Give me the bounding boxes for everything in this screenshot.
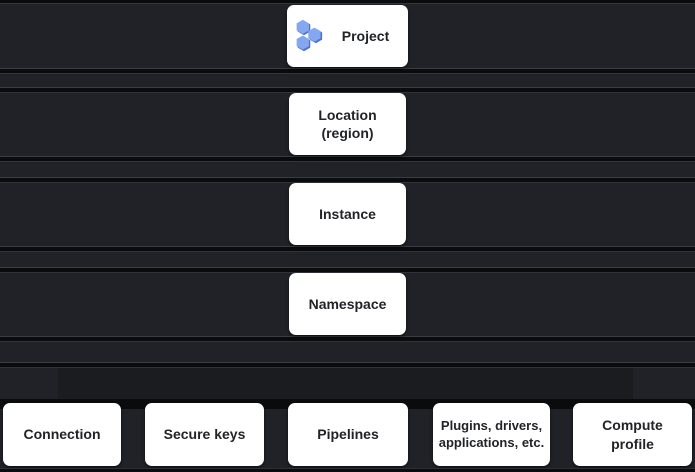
level-divider (0, 68, 695, 74)
level-divider (0, 336, 695, 342)
branch-connector-band (58, 368, 633, 399)
bottom-edge-line (0, 468, 695, 472)
node-location: Location (region) (289, 93, 406, 155)
node-label-location: Location (region) (318, 106, 377, 141)
node-pipelines: Pipelines (288, 403, 408, 466)
node-label-connection: Connection (23, 426, 101, 443)
node-compute-profile: Compute profile (573, 403, 692, 466)
level-divider (0, 246, 695, 252)
node-instance: Instance (289, 183, 406, 245)
level-divider (0, 362, 695, 368)
node-label-compute-profile: Compute profile (602, 417, 663, 452)
level-divider (0, 156, 695, 162)
node-project: Project (287, 5, 408, 67)
node-label-pipelines: Pipelines (317, 426, 379, 443)
node-connection: Connection (3, 403, 121, 466)
node-label-plugins: Plugins, drivers, applications, etc. (438, 417, 545, 450)
project-box-content: Project (296, 20, 399, 52)
level-divider (0, 267, 695, 273)
node-secure-keys: Secure keys (145, 403, 264, 466)
level-divider (0, 177, 695, 183)
data-fusion-hexagons-icon (296, 20, 322, 52)
node-label-namespace: Namespace (308, 295, 387, 312)
node-plugins-drivers-applications: Plugins, drivers, applications, etc. (433, 403, 550, 466)
node-label-project: Project (341, 27, 390, 44)
top-edge-line (0, 0, 695, 4)
node-namespace: Namespace (289, 273, 406, 335)
level-divider (0, 87, 695, 93)
node-label-secure-keys: Secure keys (163, 426, 246, 443)
node-label-instance: Instance (319, 205, 376, 222)
